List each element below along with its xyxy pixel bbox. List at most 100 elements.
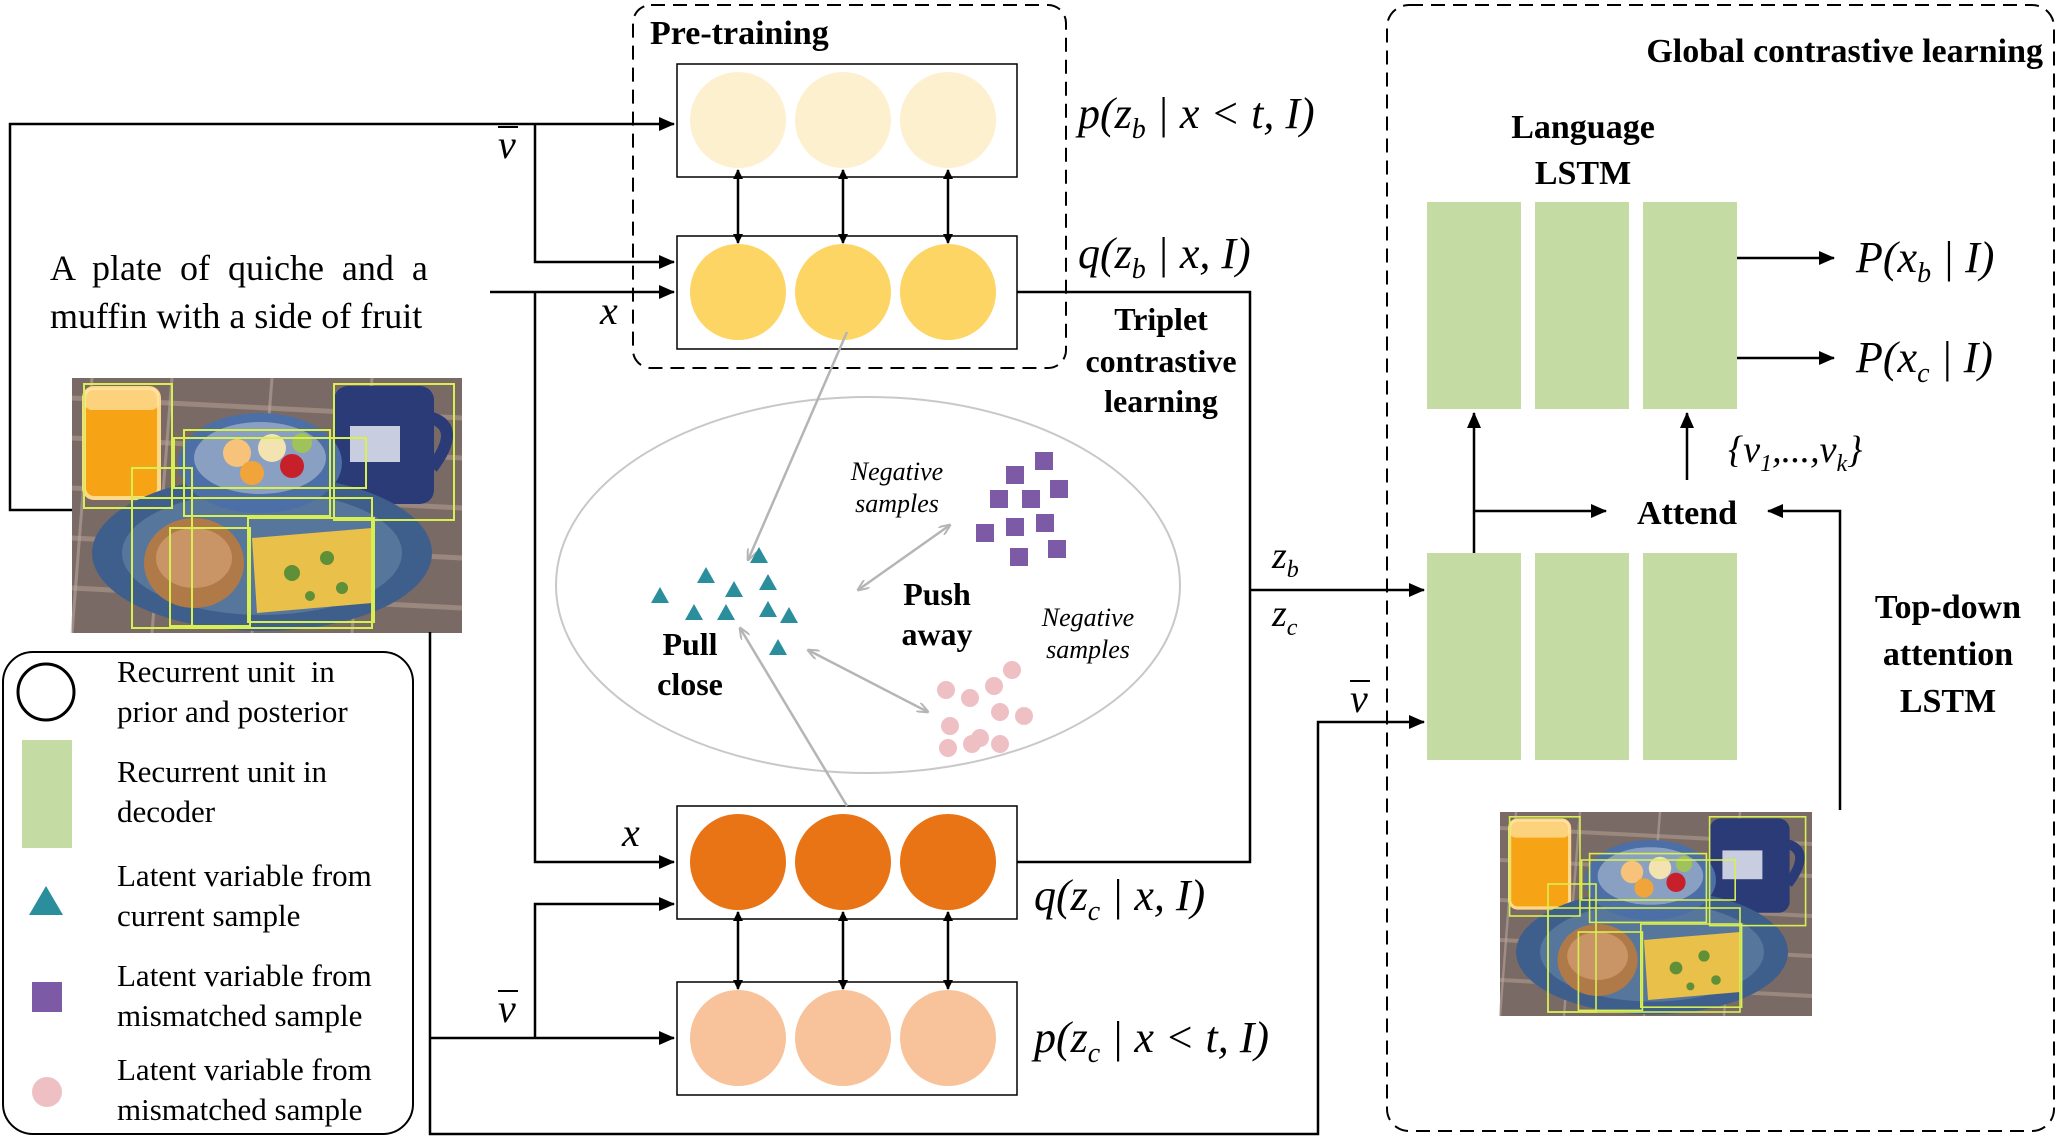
prior-zc-unit [795,990,891,1086]
negative-squares [976,452,1068,566]
prior-zb-unit [900,72,996,168]
prior-zc-unit [900,990,996,1086]
dot-marker [963,735,981,753]
label-P-xc: P(xc | I) [1855,333,1993,389]
prior-zb-unit [690,72,786,168]
pull-close-line2: close [657,666,723,702]
latent-space-ellipse [555,396,1181,774]
label-v-set: {v1,...,vk} [1728,429,1862,477]
caption-line-1: A plate of quiche and a [50,248,428,288]
triangle-marker [717,604,735,620]
negative-dots [937,661,1033,757]
language-lstm-unit [1427,202,1521,409]
decoder-connections [1467,251,1842,810]
square-marker [1050,480,1068,498]
posterior-zc-unit [795,814,891,910]
language-lstm-unit [1535,202,1629,409]
posterior-zc-unit [690,814,786,910]
triplet-line-2: contrastive [1085,343,1236,379]
topdown-line2: attention [1883,636,2013,673]
square-marker [1036,514,1054,532]
pretraining-title: Pre-training [650,15,829,52]
push-away-line1: Push [903,576,971,612]
push-arrow-down [808,650,928,712]
triangle-marker [759,574,777,590]
pull-arrow-bottom [740,628,849,807]
dot-marker [991,703,1009,721]
square-marker [976,524,994,542]
square-marker [1006,518,1024,536]
posterior-zb-unit [795,244,891,340]
square-marker [1010,548,1028,566]
legend-item-3-line1: Latent variable from [117,858,372,893]
legend-item-2-line1: Recurrent unit in [117,754,328,789]
triangle-marker [780,607,798,623]
negative-samples-2-line2: samples [1046,635,1130,664]
dot-marker [1003,661,1021,679]
dot-marker [961,689,979,707]
dot-marker [937,681,955,699]
legend-item-5-line1: Latent variable from [117,1052,372,1087]
dot-marker [985,677,1003,695]
legend-circle-icon [16,662,76,722]
negative-samples-1-line2: samples [855,489,939,518]
triangle-marker [685,604,703,620]
pull-close-line1: Pull [662,626,717,662]
label-vbar-bottom: v [498,986,516,1031]
triangle-marker [651,587,669,603]
global-contrastive-title: Global contrastive learning [1646,33,2043,70]
prior-zb-unit [795,72,891,168]
triangle-marker [769,639,787,655]
topdown-line3: LSTM [1900,683,1996,720]
label-zc: zc [1271,593,1298,641]
label-zb: zb [1271,535,1299,583]
input-image-left [72,378,462,633]
caption-line-2: muffin with a side of fruit [50,296,422,336]
posterior-zb-unit [690,244,786,340]
input-image-right [1500,812,1812,1016]
label-p-zb: p(zb | x < t, I) [1075,89,1315,145]
legend-item-2-line2: decoder [117,794,216,829]
prior-zc-unit [690,990,786,1086]
legend-item-4-line1: Latent variable from [117,958,372,993]
triplet-line-1: Triplet [1114,301,1208,337]
label-q-zc: q(zc | x, I) [1034,871,1205,927]
label-x-top: x [599,288,618,333]
legend-rect-icon [22,740,72,848]
label-p-zc: p(zc | x < t, I) [1031,1013,1269,1069]
left-connections [8,117,1425,1136]
push-arrow-up [858,525,950,590]
language-lstm-line1: Language [1511,109,1655,146]
dot-marker [941,717,959,735]
negative-samples-2-line1: Negative [1041,603,1134,632]
topdown-lstm-unit [1643,553,1737,760]
triangle-marker [750,547,768,563]
attend-label: Attend [1637,495,1737,532]
dot-marker [991,735,1009,753]
posterior-zc-unit [900,814,996,910]
pull-arrow-top [748,331,849,560]
push-away-line2: away [901,616,972,652]
legend-item-1-line1: Recurrent unit in [117,654,335,689]
legend-item-5-line2: mismatched sample [117,1092,362,1127]
triplet-line-3: learning [1104,383,1218,419]
triangle-marker [759,601,777,617]
square-marker [990,490,1008,508]
legend-dot-icon [32,1077,62,1107]
legend-item-4-line2: mismatched sample [117,998,362,1033]
legend-item-1-line2: prior and posterior [117,694,348,729]
language-lstm-unit [1643,202,1737,409]
global-contrastive-box [1386,4,2055,1132]
triangle-marker [697,567,715,583]
latent-connections [1017,290,1425,864]
current-sample-triangles [651,547,798,655]
negative-samples-1-line1: Negative [850,457,943,486]
square-marker [1048,540,1066,558]
label-vbar-right: v [1350,676,1368,721]
dot-marker [1015,707,1033,725]
topdown-lstm-unit [1427,553,1521,760]
posterior-zb-unit [900,244,996,340]
square-marker [1022,490,1040,508]
topdown-line1: Top-down [1875,589,2021,626]
